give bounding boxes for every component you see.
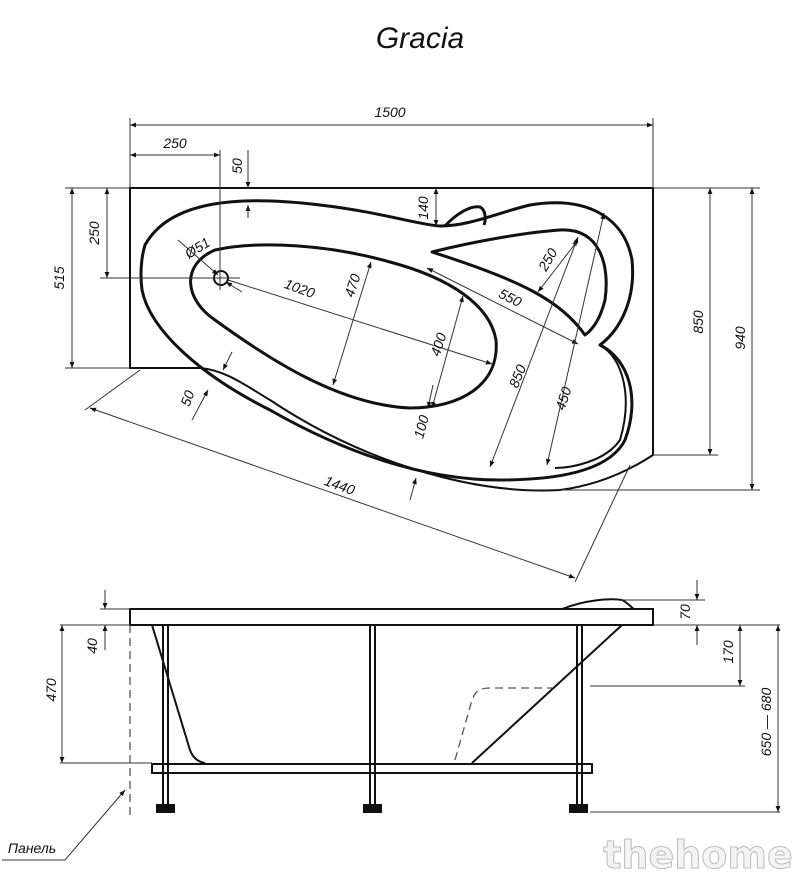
dim-left-width: 515 (51, 266, 67, 290)
dim-seat-length: 550 (496, 285, 524, 310)
dim-rim-thickness: 40 (84, 638, 100, 654)
dim-headrest-height: 70 (677, 604, 693, 620)
dim-right-depth: 850 (690, 310, 706, 334)
dim-left-drain-offset: 250 (86, 221, 102, 246)
dim-top-rim: 50 (229, 158, 245, 174)
seat-hidden-line (454, 687, 552, 761)
headrest (443, 205, 487, 228)
dim-overall-length: 1500 (374, 104, 405, 120)
panel-label: Панель (8, 840, 56, 856)
dim-drain-diameter: Ø51 (181, 234, 213, 262)
dim-seat-width: 250 (534, 245, 560, 274)
dim-basin-width-2: 400 (427, 331, 450, 358)
dim-seat-depth: 170 (720, 640, 736, 664)
top-view: 1500 250 50 140 250 515 850 940 Ø51 1020… (51, 104, 760, 583)
dim-left-offset: 250 (162, 135, 187, 151)
dim-total-depth: 940 (732, 326, 748, 350)
foot-icon (569, 804, 588, 813)
tub-body-left (151, 624, 206, 764)
side-view: Панель 470 40 70 170 650 — 680 (2, 580, 781, 861)
tub-frame-outline (129, 187, 654, 492)
frame-bottom-bar (151, 763, 593, 774)
dim-headrest-offset: 140 (415, 196, 431, 220)
dim-side-rim: 50 (177, 388, 197, 408)
frame-legs (156, 624, 588, 813)
drawing-title: Gracia (376, 22, 464, 55)
dim-diagonal-length: 1440 (322, 472, 357, 498)
watermark-logo: thehome (603, 833, 793, 877)
side-headrest (561, 598, 635, 610)
tub-basin (189, 243, 498, 410)
dim-right-inner: 450 (552, 385, 575, 412)
dim-bottom-rim: 100 (410, 413, 432, 440)
dim-tub-depth: 470 (43, 678, 59, 702)
dim-total-height: 650 — 680 (758, 688, 774, 757)
dim-basin-width-1: 470 (341, 272, 364, 299)
foot-icon (156, 804, 175, 813)
tub-outer-rim (139, 199, 635, 482)
dim-diagonal-depth: 850 (506, 362, 530, 390)
foot-icon (363, 804, 382, 813)
dim-basin-length: 1020 (282, 275, 317, 301)
tub-rim (129, 608, 654, 626)
tub-body-right (471, 624, 623, 764)
